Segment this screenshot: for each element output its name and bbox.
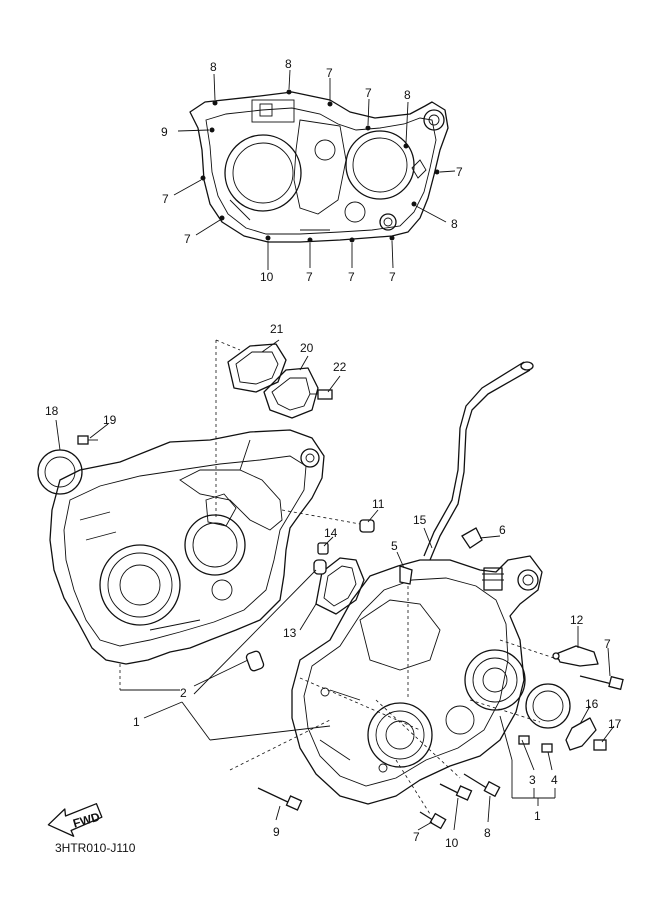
callout-label: 6 [499, 523, 506, 537]
callout-label: 1 [534, 809, 541, 823]
callout-label: 7 [184, 232, 191, 246]
callout-label: 17 [608, 717, 622, 731]
callout-label: 14 [324, 526, 338, 540]
callout-label: 19 [103, 413, 117, 427]
callout-label: 16 [585, 697, 599, 711]
leader-lines [55, 339, 615, 831]
callout-label: 18 [45, 404, 59, 418]
callout-label: 9 [273, 825, 280, 839]
callout-label: 21 [270, 322, 284, 336]
callout-label: 7 [389, 270, 396, 284]
crankcase-left-half [49, 429, 325, 665]
crankcase-bolts [257, 675, 624, 830]
callout-label: 10 [260, 270, 274, 284]
callout-label: 7 [326, 66, 333, 80]
callout-label: 2 [180, 686, 187, 700]
crankcase-right-half [291, 555, 543, 805]
bearing-retainer-18 [37, 435, 98, 495]
callout-label: 11 [372, 497, 385, 511]
fwd-label: FWD [71, 810, 101, 831]
crankcase-top-view [173, 69, 456, 270]
callout-label: 12 [570, 613, 584, 627]
callout-label: 20 [300, 341, 314, 355]
callout-label: 7 [162, 192, 169, 206]
callout-labels: 8 8 7 7 8 9 7 7 8 7 10 7 7 7 21 20 22 18… [45, 57, 622, 850]
callout-label: 15 [413, 513, 427, 527]
small-fittings [359, 519, 483, 585]
fwd-arrow-icon: FWD [47, 803, 103, 837]
dowel-pins [245, 542, 329, 672]
breather-hose-15 [423, 361, 534, 561]
callout-label: 1 [133, 715, 140, 729]
callout-label: 7 [306, 270, 313, 284]
callout-label: 7 [348, 270, 355, 284]
callout-label: 3 [529, 773, 536, 787]
cover-assembly-20-21-22 [227, 343, 333, 419]
callout-label: 5 [391, 539, 398, 553]
callout-label: 8 [484, 826, 491, 840]
right-side-small-parts [518, 645, 607, 753]
callout-label: 13 [283, 626, 297, 640]
callout-label: 8 [285, 57, 292, 71]
callout-label: 8 [210, 60, 217, 74]
callout-label: 9 [161, 125, 168, 139]
callout-label: 22 [333, 360, 347, 374]
callout-label: 7 [365, 86, 372, 100]
callout-label: 8 [451, 217, 458, 231]
callout-label: 7 [413, 830, 420, 844]
callout-label: 7 [456, 165, 463, 179]
assembly-phantom-lines [119, 339, 561, 815]
callout-label: 7 [604, 637, 611, 651]
callout-label: 4 [551, 773, 558, 787]
callout-label: 8 [404, 88, 411, 102]
diagram-code: 3HTR010-J110 [55, 841, 136, 855]
callout-label: 10 [445, 836, 459, 850]
